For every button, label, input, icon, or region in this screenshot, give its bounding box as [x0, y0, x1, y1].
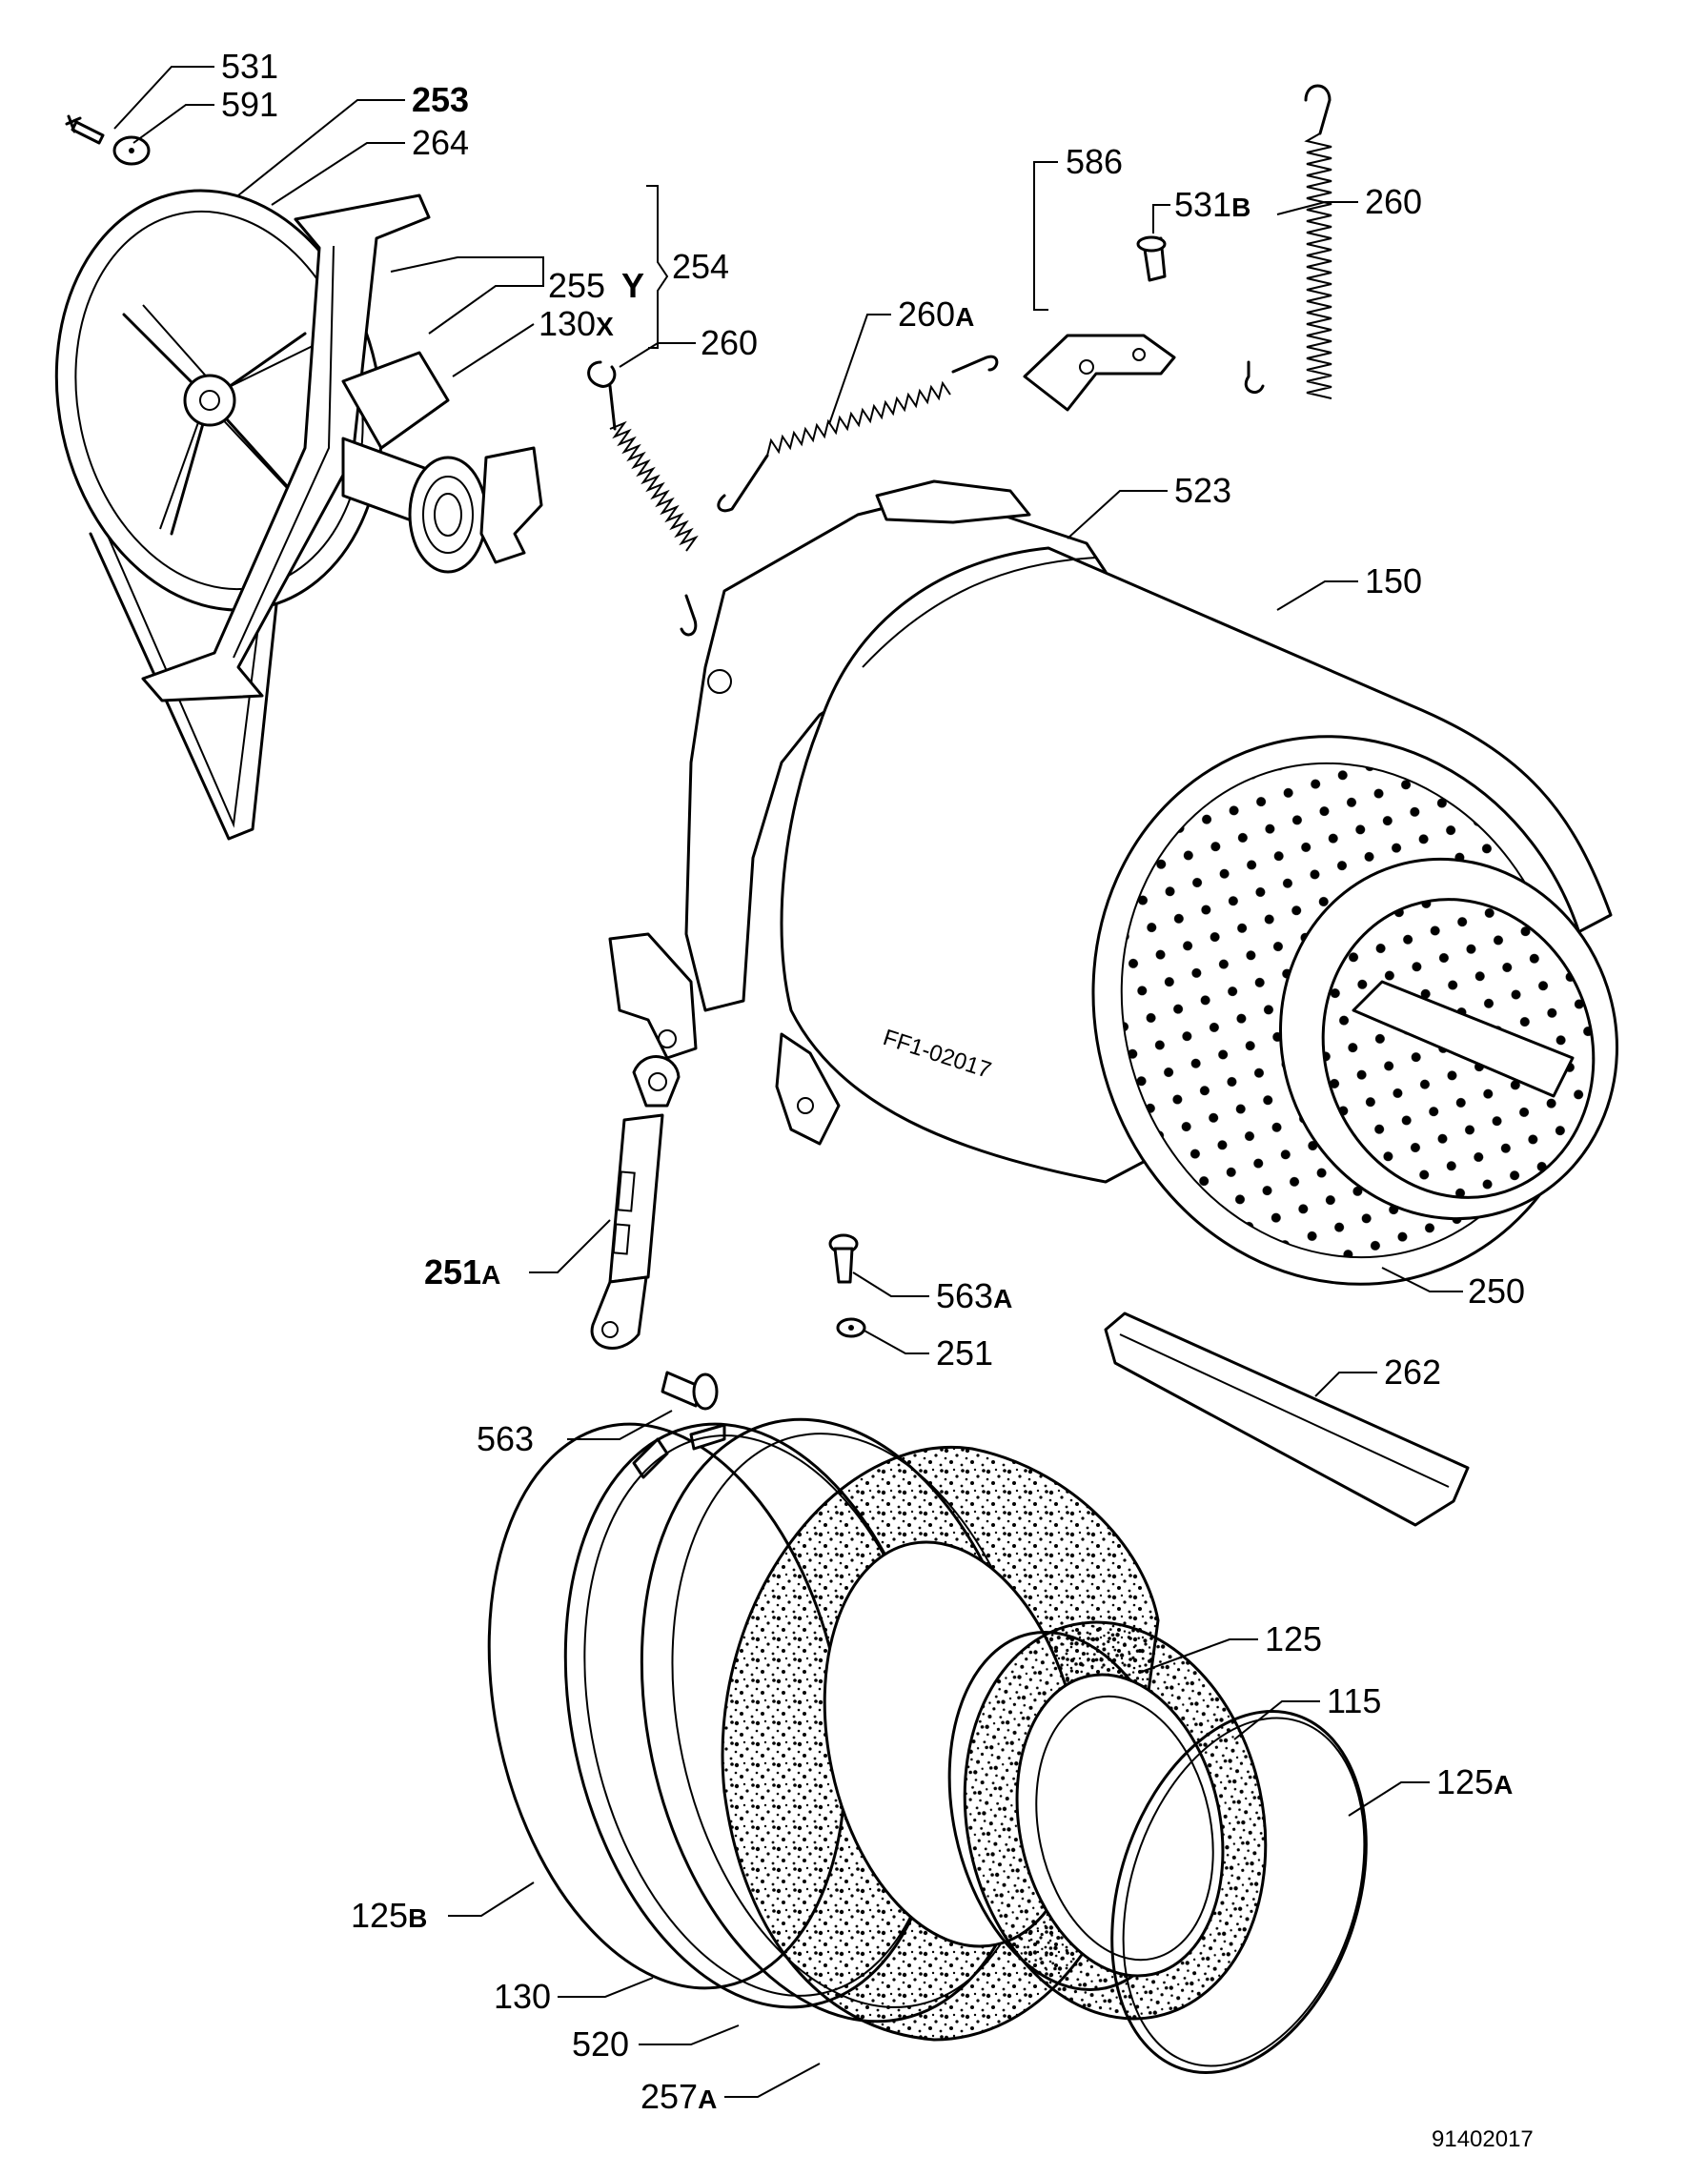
- label-253: 253: [412, 80, 469, 119]
- label-255: 255: [548, 266, 605, 305]
- label-520: 520: [572, 2024, 629, 2064]
- shock-absorber-251A: [590, 1055, 681, 1350]
- label-523: 523: [1174, 471, 1231, 510]
- screw-531: [65, 114, 105, 145]
- rear-spider: [141, 193, 431, 702]
- leader-lines: [113, 66, 1463, 2098]
- label-586: 586: [1066, 142, 1123, 181]
- label-531B: 531B: [1174, 185, 1250, 224]
- label-125: 125: [1265, 1619, 1322, 1658]
- label-260-left: 260: [701, 323, 758, 362]
- outer-tub: [608, 479, 1618, 1286]
- label-150: 150: [1365, 561, 1422, 600]
- label-260A: 260A: [898, 295, 974, 334]
- label-591: 591: [221, 85, 278, 124]
- spring-260A: [717, 355, 999, 513]
- shaft-bearing: [408, 456, 488, 574]
- door-seal-115: [963, 1620, 1268, 2021]
- label-563: 563: [477, 1419, 534, 1458]
- drum-lifter-262: [1104, 1312, 1470, 1527]
- pulley-assembly: [54, 189, 543, 841]
- label-264: 264: [412, 123, 469, 162]
- label-260-right: 260: [1365, 182, 1422, 221]
- label-115: 115: [1327, 1681, 1381, 1720]
- bolt-563: [661, 1371, 719, 1411]
- label-262: 262: [1384, 1352, 1441, 1392]
- screw-531B: [1136, 235, 1167, 282]
- spring-260-left: [587, 360, 699, 637]
- label-531: 531: [221, 47, 278, 86]
- label-257A: 257A: [640, 2077, 717, 2116]
- spring-260-right: [1244, 84, 1332, 399]
- part-labels: 531 591 253 264 255 Y 254 130X 260 260A …: [221, 47, 1525, 2116]
- bracket-586: [1023, 334, 1176, 412]
- label-Y: Y: [621, 266, 644, 305]
- label-130X: 130X: [539, 304, 614, 343]
- label-254: 254: [672, 247, 729, 286]
- label-251A: 251A: [424, 1252, 500, 1291]
- bolt-563A: [828, 1233, 859, 1284]
- label-250: 250: [1468, 1271, 1525, 1311]
- label-130: 130: [494, 1977, 551, 2016]
- label-125A: 125A: [1436, 1762, 1513, 1801]
- document-number: 91402017: [1432, 2126, 1534, 2152]
- label-251: 251: [936, 1333, 993, 1373]
- wire-clamp-125A: [1110, 1710, 1368, 2074]
- label-125B: 125B: [351, 1896, 427, 1935]
- label-563A: 563A: [936, 1276, 1012, 1315]
